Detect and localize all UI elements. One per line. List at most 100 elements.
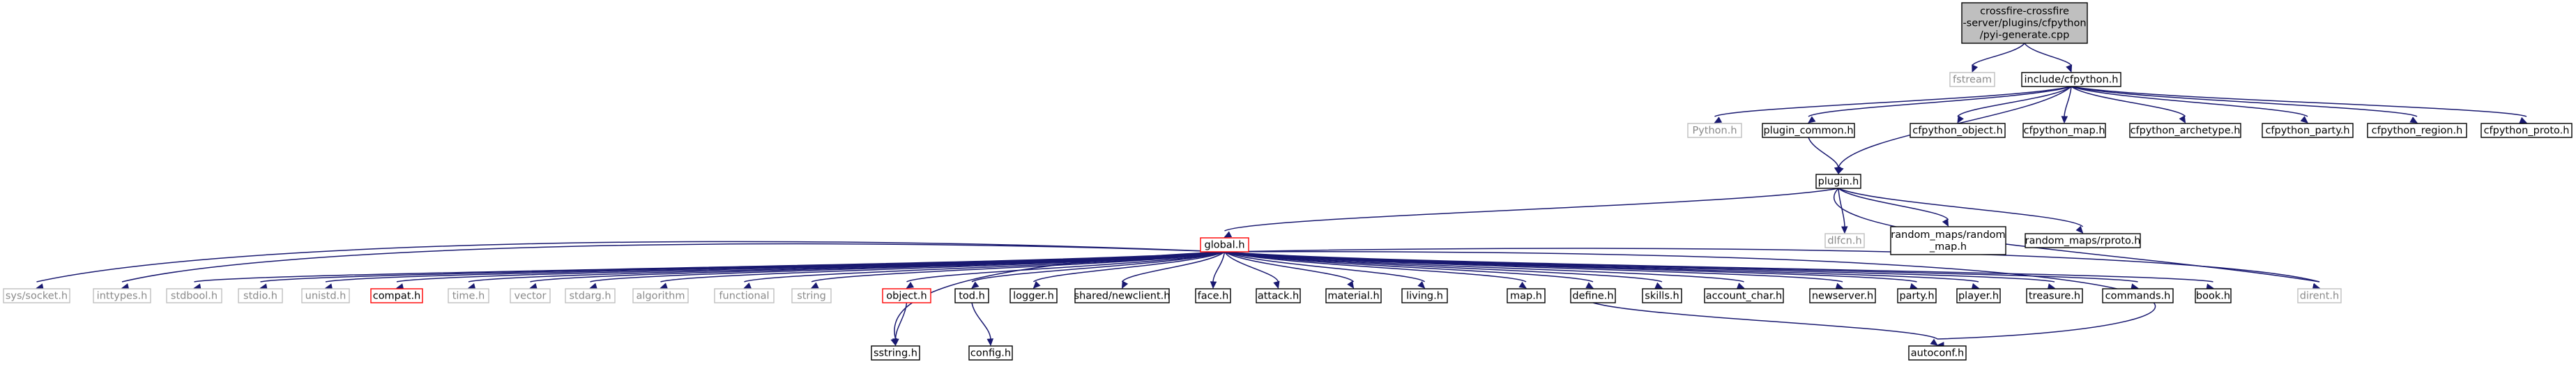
node-label: autoconf.h	[1911, 348, 1965, 359]
node-attack-h[interactable]: attack.h	[1256, 288, 1301, 303]
edge-arrowhead	[1808, 116, 1816, 123]
node-cfpython-archetype-h[interactable]: cfpython_archetype.h	[2129, 123, 2241, 138]
edge-global-h-to-stdio-h	[259, 251, 1225, 290]
node-unistd-h: unistd.h	[301, 288, 350, 303]
node-box	[1200, 237, 1249, 253]
node-random-maps-rproto-h[interactable]: random_maps/rproto.h	[2025, 233, 2141, 248]
node-inttypes-h: inttypes.h	[93, 288, 151, 303]
node-functional: functional	[714, 288, 775, 303]
edge-line	[660, 251, 1225, 283]
node-box	[1074, 288, 1170, 303]
node-box	[2195, 288, 2232, 303]
node-label: crossfire-crossfire	[1980, 6, 2069, 17]
node-tod-h[interactable]: tod.h	[954, 288, 989, 303]
node-label: string	[797, 291, 826, 302]
edge-arrowhead	[2066, 64, 2073, 73]
node-face-h[interactable]: face.h	[1195, 288, 1231, 303]
node-cfpython-object-h[interactable]: cfpython_object.h	[1910, 123, 2006, 138]
edge-line	[1808, 137, 1839, 168]
node-label: living.h	[1406, 291, 1443, 302]
node-label: cfpython_party.h	[2265, 126, 2349, 137]
node-treasure-h[interactable]: treasure.h	[2026, 288, 2083, 303]
node-label: -server/plugins/cfpython	[1963, 18, 2086, 29]
node-commands-h[interactable]: commands.h	[2102, 288, 2174, 303]
node-account-char-h[interactable]: account_char.h	[1704, 288, 1784, 303]
edge-arrowhead	[1210, 281, 1217, 289]
edge-arrowhead	[1417, 280, 1426, 289]
node-logger-h[interactable]: logger.h	[1009, 288, 1058, 303]
node-label: plugin_common.h	[1763, 126, 1853, 137]
node-autoconf-h[interactable]: autoconf.h	[1908, 345, 1967, 361]
edge-plugin-h-to-global-h	[1224, 188, 1839, 238]
node-cfpython-region-h[interactable]: cfpython_region.h	[2367, 123, 2467, 138]
node-cfpython-party-h[interactable]: cfpython_party.h	[2262, 123, 2354, 138]
node-global-h[interactable]: global.h	[1200, 237, 1249, 253]
node-label: tod.h	[959, 291, 985, 302]
node-config-h[interactable]: config.h	[968, 345, 1013, 361]
node-sstring-h[interactable]: sstring.h	[871, 345, 920, 361]
node-book-h[interactable]: book.h	[2195, 288, 2232, 303]
edge-arrowhead	[2519, 116, 2528, 123]
node-random-maps-random-map-h[interactable]: random_maps/random_map.h	[1890, 226, 2006, 255]
node-newserver-h[interactable]: newserver.h	[1809, 288, 1876, 303]
node-label: stdio.h	[243, 291, 277, 302]
node-label: shared/newclient.h	[1074, 291, 1171, 302]
node-living-h[interactable]: living.h	[1401, 288, 1448, 303]
edge-line	[1121, 251, 1225, 283]
node-include-cfpython-h[interactable]: include/cfpython.h	[2021, 72, 2121, 87]
node-box	[1325, 288, 1382, 303]
edge-cfpython-h-to-cfpython-party-h	[2071, 86, 2308, 123]
node-crossfire-crossfire-server-plugins-cfpython-pyi-generate-cpp[interactable]: crossfire-crossfire-server/plugins/cfpyt…	[1961, 2, 2088, 44]
edge-cfpython-h-to-cfpython-object-h	[1957, 86, 2072, 124]
node-object-h[interactable]: object.h	[882, 288, 931, 303]
edge-line	[1224, 251, 1663, 283]
node-compat-h[interactable]: compat.h	[370, 288, 423, 303]
node-box	[714, 288, 775, 303]
node-label: material.h	[1327, 291, 1379, 302]
node-label: _map.h	[1929, 241, 1967, 253]
node-skills-h[interactable]: skills.h	[1642, 288, 1682, 303]
node-label: logger.h	[1013, 291, 1054, 302]
edge-arrowhead	[1957, 115, 1964, 124]
edge-arrowhead	[2300, 116, 2308, 123]
edge-line	[2071, 86, 2527, 117]
node-party-h[interactable]: party.h	[1897, 288, 1937, 303]
node-plugin-h[interactable]: plugin.h	[1815, 174, 1861, 189]
edge-global-h-to-material-h	[1224, 251, 1355, 289]
edge-arrowhead	[1942, 218, 1949, 227]
node-plugin-common-h[interactable]: plugin_common.h	[1762, 123, 1855, 138]
node-material-h[interactable]: material.h	[1325, 288, 1382, 303]
node-label: cfpython_object.h	[1912, 126, 2003, 137]
node-time-h: time.h	[448, 288, 489, 303]
node-cfpython-proto-h[interactable]: cfpython_proto.h	[2480, 123, 2573, 138]
node-layer: crossfire-crossfire-server/plugins/cfpyt…	[3, 2, 2573, 361]
node-vector: vector	[510, 288, 551, 303]
edge-line	[1224, 251, 1527, 283]
node-box	[2026, 288, 2083, 303]
node-define-h[interactable]: define.h	[1570, 288, 1616, 303]
edge-arrowhead	[1121, 280, 1129, 289]
edge-cfpython-h-to-plugin-common-h	[1808, 86, 2072, 123]
edge-plugin-h-to-random-map-h	[1838, 188, 1949, 227]
node-stdbool-h: stdbool.h	[166, 288, 222, 303]
node-cfpython-map-h[interactable]: cfpython_map.h	[2022, 123, 2106, 138]
node-map-h[interactable]: map.h	[1507, 288, 1546, 303]
node-box	[2480, 123, 2573, 138]
edge-line	[1224, 251, 1594, 283]
edge-line	[2071, 86, 2308, 117]
node-box	[1195, 288, 1231, 303]
node-player-h[interactable]: player.h	[1956, 288, 2001, 303]
edge-arrowhead	[906, 281, 915, 289]
node-box	[1910, 123, 2006, 138]
edge-arrowhead	[1834, 166, 1841, 175]
node-box	[1507, 288, 1546, 303]
node-label: skills.h	[1645, 291, 1679, 302]
node-shared-newclient-h[interactable]: shared/newclient.h	[1074, 288, 1171, 303]
node-label: party.h	[1899, 291, 1934, 302]
edge-arrowhead	[1518, 281, 1527, 289]
edge-line	[1838, 188, 2084, 227]
node-label: random_maps/random	[1891, 229, 2005, 241]
node-box	[2297, 288, 2342, 303]
node-box	[1949, 72, 1995, 87]
